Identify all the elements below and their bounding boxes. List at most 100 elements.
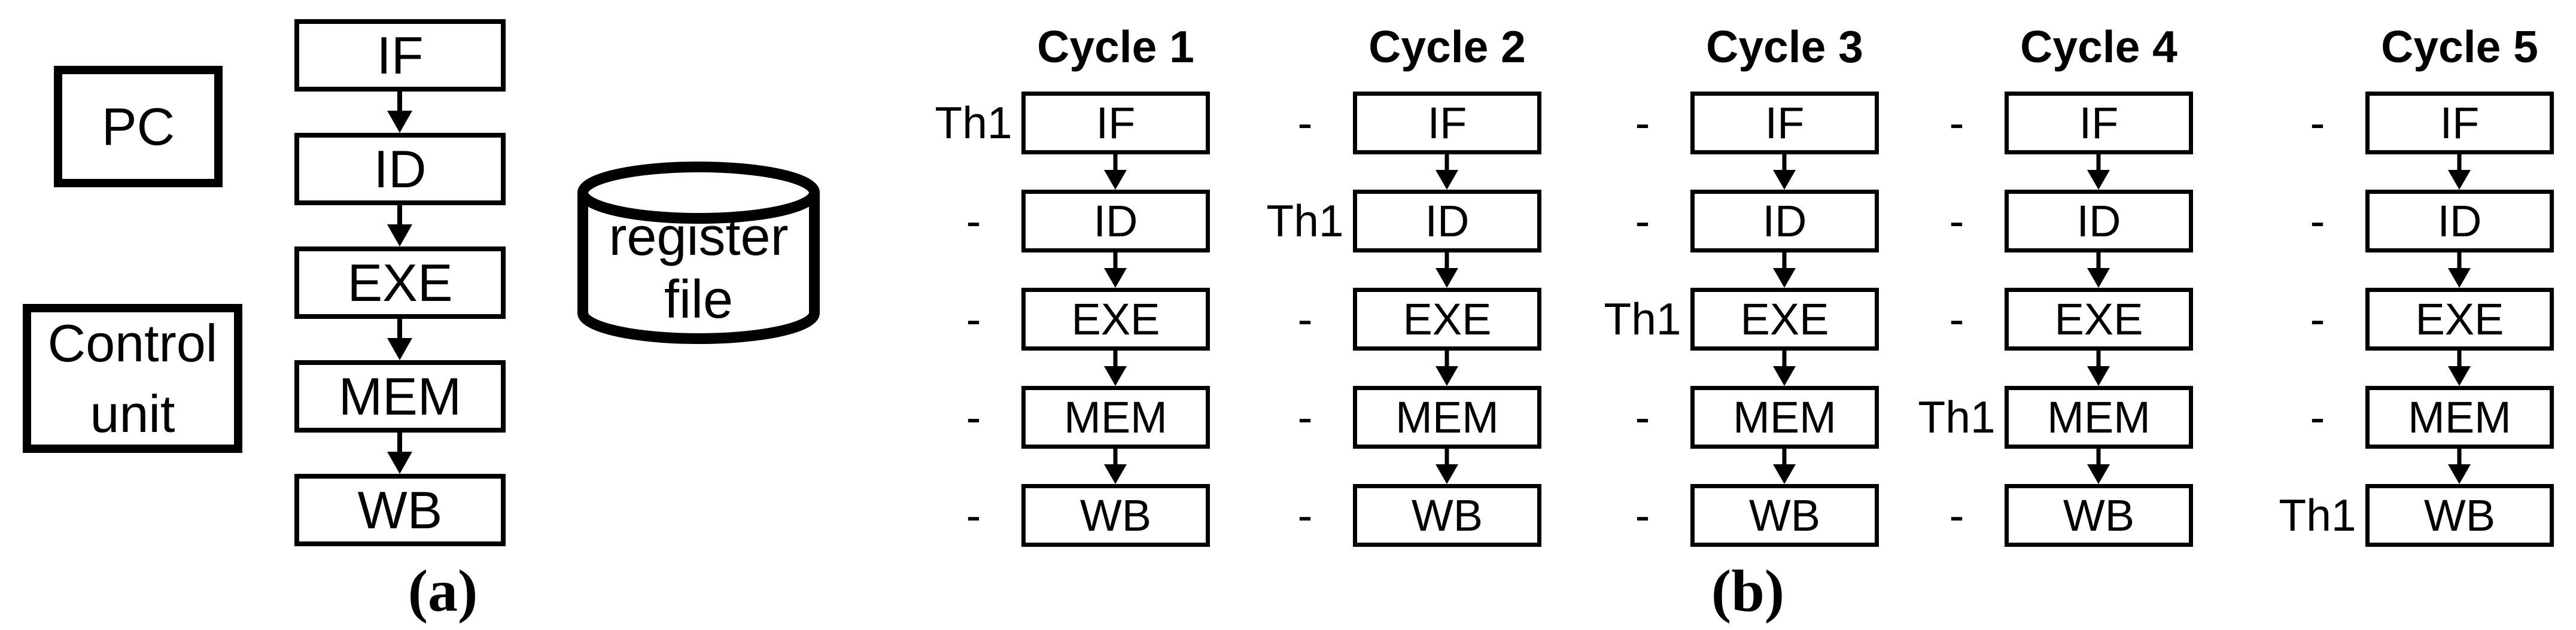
stage-label: WB <box>357 480 443 540</box>
stage-label: ID <box>373 139 427 199</box>
stage-box-exe-a: EXE <box>294 246 506 319</box>
flow-arrow-icon <box>2447 351 2471 386</box>
stage-label: ID <box>1425 196 1470 246</box>
thread-label-text: - <box>1297 98 1313 148</box>
stage-box: ID <box>2365 190 2554 252</box>
flow-arrow-icon <box>1435 351 1459 386</box>
control-unit-label-line1: Control <box>47 313 218 373</box>
stage-label: IF <box>2079 98 2119 148</box>
caption-text: (b) <box>1711 558 1785 624</box>
panel-a-caption: (a) <box>368 556 518 625</box>
cycle-2-title: Cycle 2 <box>1353 22 1541 72</box>
thread-label-text: - <box>1635 196 1650 246</box>
thread-label: - <box>1909 92 2005 154</box>
stage-label: ID <box>2437 196 2482 246</box>
thread-label: - <box>1595 92 1690 154</box>
stage-box: MEM <box>1021 386 1210 449</box>
stage-box: EXE <box>2005 288 2193 351</box>
thread-label: - <box>1257 484 1353 547</box>
stage-box-if-a: IF <box>294 19 506 92</box>
stage-label: WB <box>1748 490 1821 540</box>
stage-box: ID <box>1021 190 1210 252</box>
thread-label-text: Th1 <box>2279 490 2356 540</box>
stage-box-mem-a: MEM <box>294 360 506 433</box>
stage-label: ID <box>1093 196 1138 246</box>
thread-label: Th1 <box>1909 386 2005 449</box>
thread-label-text: - <box>2310 294 2325 344</box>
thread-label: - <box>2270 386 2365 449</box>
thread-label: - <box>1257 288 1353 351</box>
cycle-4-title: Cycle 4 <box>2005 22 2193 72</box>
stage-box: IF <box>2365 92 2554 154</box>
cycle-title-text: Cycle 2 <box>1368 22 1526 72</box>
stage-box: WB <box>1021 484 1210 547</box>
stage-box: EXE <box>1690 288 1879 351</box>
stage-label: WB <box>2063 490 2135 540</box>
stage-label: EXE <box>347 252 453 312</box>
flow-arrow-icon <box>387 205 412 246</box>
cycle-title-text: Cycle 4 <box>2020 22 2177 72</box>
cycle-title-text: Cycle 1 <box>1037 22 1194 72</box>
stage-label: EXE <box>2415 294 2504 344</box>
stage-label: WB <box>2423 490 2496 540</box>
flow-arrow-icon <box>1772 154 1796 190</box>
flow-arrow-icon <box>387 319 412 360</box>
thread-label-text: - <box>966 392 981 442</box>
stage-label: EXE <box>1740 294 1829 344</box>
thread-label-text: Th1 <box>1266 196 1344 246</box>
thread-label: - <box>2270 92 2365 154</box>
thread-label-text: Th1 <box>1918 392 1996 442</box>
thread-label-text: - <box>966 294 981 344</box>
flow-arrow-icon <box>1103 252 1127 288</box>
stage-box: ID <box>1353 190 1541 252</box>
thread-label-text: - <box>966 490 981 540</box>
stage-box: MEM <box>1353 386 1541 449</box>
stage-label: MEM <box>1064 392 1167 442</box>
thread-label-text: - <box>1949 196 1964 246</box>
thread-label: - <box>1257 386 1353 449</box>
thread-label: Th1 <box>1257 190 1353 252</box>
stage-label: IF <box>376 25 424 85</box>
stage-label: ID <box>2076 196 2121 246</box>
flow-arrow-icon <box>1435 154 1459 190</box>
stage-box: EXE <box>2365 288 2554 351</box>
cycle-title-text: Cycle 5 <box>2381 22 2538 72</box>
stage-label: IF <box>1096 98 1136 148</box>
flow-arrow-icon <box>2447 449 2471 484</box>
flow-arrow-icon <box>2087 449 2110 484</box>
stage-label: WB <box>1079 490 1152 540</box>
thread-label: Th1 <box>1595 288 1690 351</box>
thread-label-text: - <box>2310 196 2325 246</box>
stage-box: MEM <box>1690 386 1879 449</box>
thread-label: - <box>1909 484 2005 547</box>
control-unit-label-line2: unit <box>90 384 175 443</box>
database-cylinder-icon <box>577 162 820 344</box>
stage-box: IF <box>1021 92 1210 154</box>
thread-label: Th1 <box>2270 484 2365 547</box>
thread-label: - <box>1909 190 2005 252</box>
thread-label-text: - <box>2310 98 2325 148</box>
flow-arrow-icon <box>2447 154 2471 190</box>
register-file-label: register file <box>577 196 820 340</box>
thread-label-text: - <box>1297 294 1313 344</box>
stage-label: IF <box>2440 98 2480 148</box>
register-file-cylinder: register file <box>577 162 820 344</box>
thread-label: - <box>926 484 1021 547</box>
flow-arrow-icon <box>387 92 412 133</box>
stage-label: MEM <box>2047 392 2151 442</box>
flow-arrow-icon <box>2447 252 2471 288</box>
thread-label-text: - <box>1635 392 1650 442</box>
thread-label-text: - <box>1949 98 1964 148</box>
flow-arrow-icon <box>2087 351 2110 386</box>
cycle-1-title: Cycle 1 <box>1021 22 1210 72</box>
thread-label: - <box>926 386 1021 449</box>
flow-arrow-icon <box>1772 351 1796 386</box>
register-file-label-line1: register <box>609 207 789 267</box>
stage-box: EXE <box>1353 288 1541 351</box>
stage-box: EXE <box>1021 288 1210 351</box>
stage-box: WB <box>2005 484 2193 547</box>
flow-arrow-icon <box>1103 351 1127 386</box>
stage-box: IF <box>2005 92 2193 154</box>
thread-label: - <box>1595 386 1690 449</box>
